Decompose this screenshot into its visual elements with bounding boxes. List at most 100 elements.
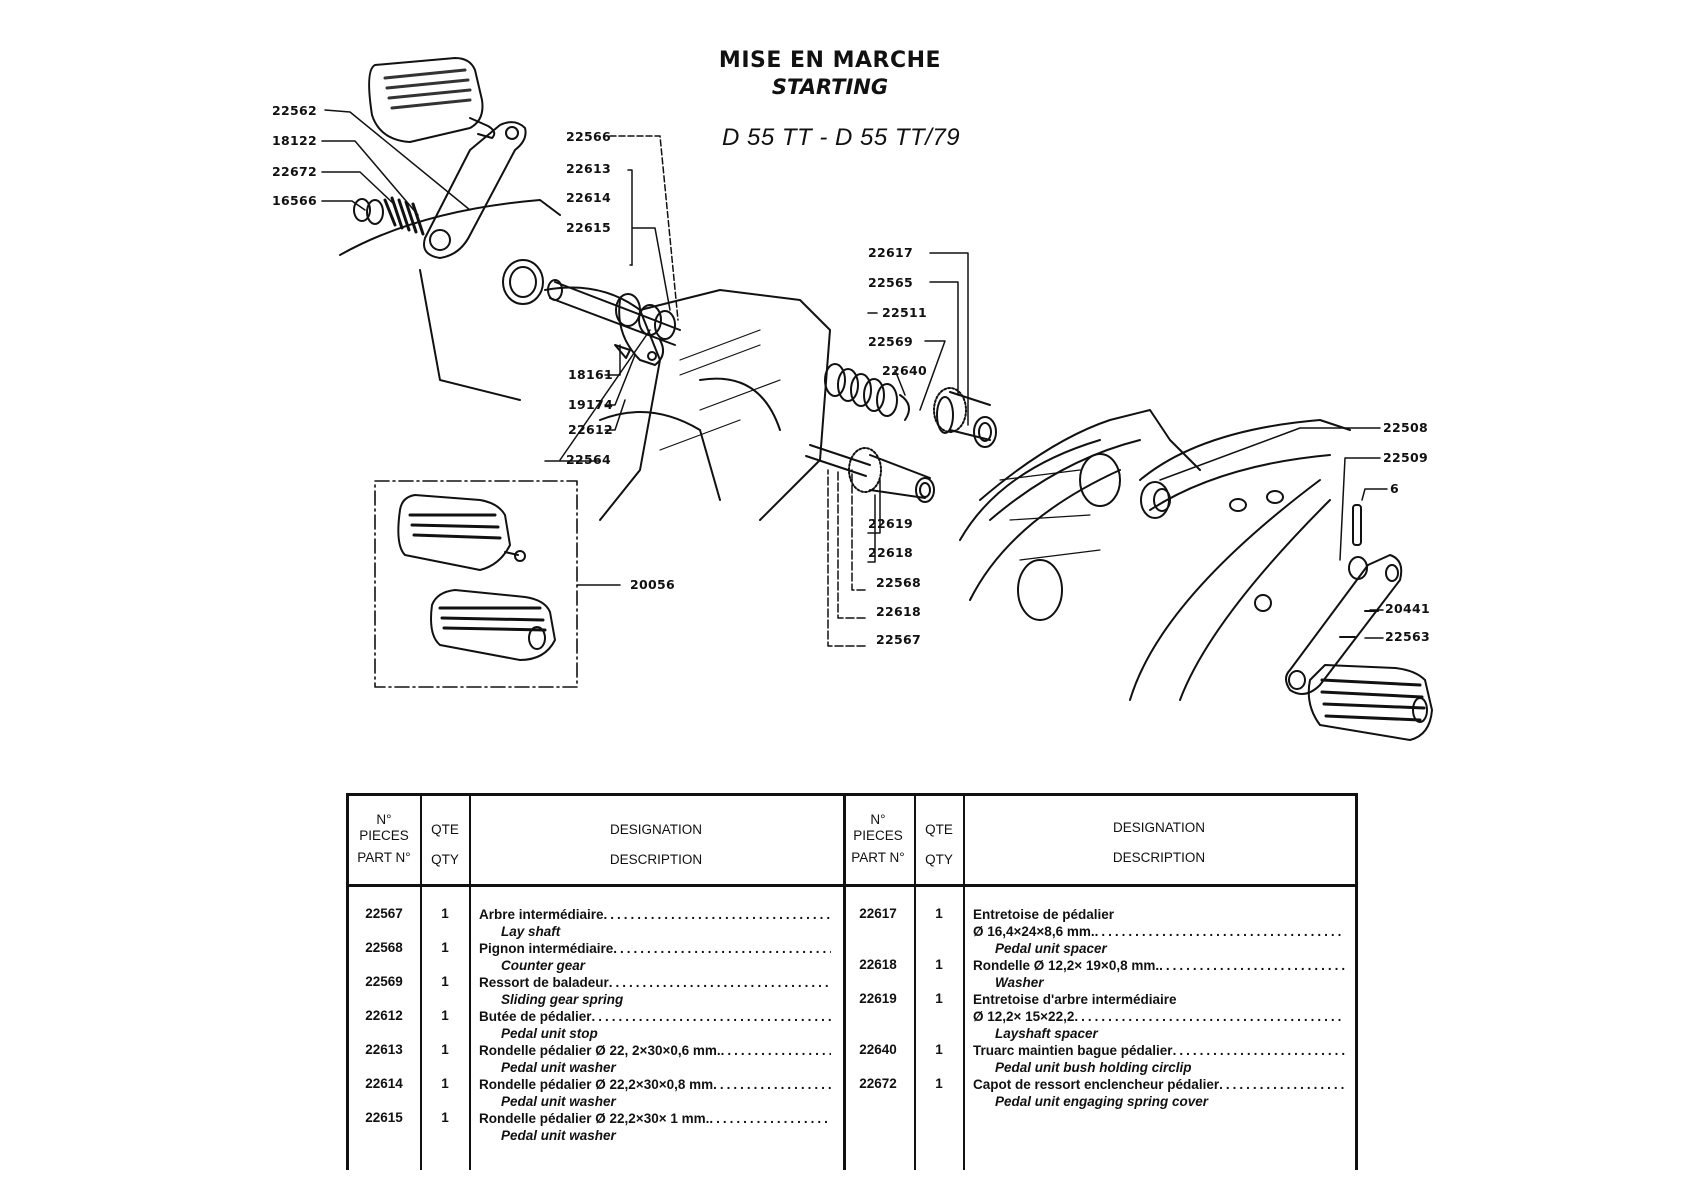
description-english: Pedal unit spacer bbox=[995, 941, 1107, 956]
callout-22617: 22617 bbox=[868, 245, 913, 260]
column-divider bbox=[469, 796, 471, 1170]
part-number: 22613 bbox=[365, 1042, 403, 1057]
description: Truarc maintien bague pédalier..........… bbox=[973, 1042, 1345, 1076]
table-header-right: N° PIECES PART N° QTE QTY DESIGNATION DE… bbox=[843, 796, 1355, 887]
page-title-english: STARTING bbox=[771, 75, 889, 99]
model-designation: D 55 TT - D 55 TT/79 bbox=[722, 124, 961, 151]
column-divider bbox=[963, 796, 965, 1170]
description: Pignon intermédiaire....................… bbox=[479, 940, 831, 974]
column-divider bbox=[914, 796, 916, 1170]
quantity: 1 bbox=[935, 1042, 943, 1057]
callout-20441: 20441 bbox=[1385, 601, 1430, 616]
part-number: 22619 bbox=[859, 991, 897, 1006]
spring-and-washers-left bbox=[353, 196, 425, 236]
quantity: 1 bbox=[441, 1008, 449, 1023]
part-number: 22569 bbox=[365, 974, 403, 989]
quantity: 1 bbox=[441, 906, 449, 921]
designation-french: Arbre intermédiaire.....................… bbox=[479, 907, 831, 922]
crankcase-left bbox=[339, 199, 831, 521]
callout-22640: 22640 bbox=[882, 363, 927, 378]
description-english: Pedal unit washer bbox=[501, 1128, 616, 1143]
parts-table-left-half: N° PIECES PART N° QTE QTY DESIGNATION DE… bbox=[346, 796, 846, 1170]
description-english: Pedal unit washer bbox=[501, 1094, 616, 1109]
description-english: Pedal unit bush holding circlip bbox=[995, 1060, 1192, 1075]
title-block: MISE EN MARCHE STARTING bbox=[640, 48, 1020, 100]
header-qty: QTE QTY bbox=[421, 822, 469, 868]
callout-22511: 22511 bbox=[882, 305, 927, 320]
header-description-en: DESCRIPTION bbox=[609, 852, 703, 867]
quantity: 1 bbox=[935, 991, 943, 1006]
callout-22619: 22619 bbox=[868, 516, 913, 531]
callout-22562: 22562 bbox=[272, 103, 317, 118]
callout-22618-lower: 22618 bbox=[876, 604, 921, 619]
designation-french-dimensions: Ø 12,2× 15×22,2.........................… bbox=[973, 1009, 1345, 1024]
header-part-no-fr: N° bbox=[376, 812, 392, 827]
quantity: 1 bbox=[441, 940, 449, 955]
crankcase-cover-right bbox=[959, 409, 1351, 701]
part-number: 22567 bbox=[365, 906, 403, 921]
part-number: 22617 bbox=[859, 906, 897, 921]
header-designation: DESIGNATION DESCRIPTION bbox=[965, 820, 1353, 866]
designation-french: Butée de pédalier.......................… bbox=[479, 1009, 831, 1024]
pedal-shaft bbox=[547, 279, 681, 366]
designation-french: Ressort de baladeur.....................… bbox=[479, 975, 831, 990]
description: Rondelle pédalier Ø 22,2×30×0,8 mm......… bbox=[479, 1076, 831, 1110]
callout-22672: 22672 bbox=[272, 164, 317, 179]
designation-french: Rondelle Ø 12,2× 19×0,8 mm..............… bbox=[973, 958, 1345, 973]
callout-16566: 16566 bbox=[272, 193, 317, 208]
parts-table: N° PIECES PART N° QTE QTY DESIGNATION DE… bbox=[346, 793, 1358, 1170]
parts-table-right-half: N° PIECES PART N° QTE QTY DESIGNATION DE… bbox=[843, 796, 1358, 1170]
description-english: Layshaft spacer bbox=[995, 1026, 1098, 1041]
leader-lines-middle bbox=[544, 135, 969, 647]
description-english: Sliding gear spring bbox=[501, 992, 624, 1007]
callout-22509: 22509 bbox=[1383, 450, 1428, 465]
header-designation-fr: DESIGNATION bbox=[1112, 820, 1205, 835]
page-title-french: MISE EN MARCHE bbox=[718, 48, 942, 73]
callout-22567: 22567 bbox=[876, 632, 921, 647]
description: Arbre intermédiaire.....................… bbox=[479, 906, 831, 940]
callout-22563: 22563 bbox=[1385, 629, 1430, 644]
designation-french-dimensions: Ø 16,4×24×8,6 mm........................… bbox=[973, 924, 1345, 939]
description-english: Counter gear bbox=[501, 958, 586, 973]
callout-20056: 20056 bbox=[630, 577, 675, 592]
quantity: 1 bbox=[441, 1042, 449, 1057]
description: Capot de ressort enclencheur pédalier...… bbox=[973, 1076, 1345, 1110]
description: Rondelle pédalier Ø 22, 2×30×0,6 mm.....… bbox=[479, 1042, 831, 1076]
designation-french: Rondelle pédalier Ø 22,2×30×0,8 mm......… bbox=[479, 1077, 831, 1092]
description-english: Pedal unit washer bbox=[501, 1060, 616, 1075]
quantity: 1 bbox=[441, 974, 449, 989]
designation-french: Rondelle pédalier Ø 22,2×30× 1 mm.......… bbox=[479, 1111, 831, 1126]
header-part-no-en: PART N° bbox=[357, 850, 411, 865]
description: Rondelle pédalier Ø 22,2×30× 1 mm.......… bbox=[479, 1110, 831, 1144]
callout-6: 6 bbox=[1390, 481, 1399, 496]
designation-french: Capot de ressort enclencheur pédalier...… bbox=[973, 1077, 1345, 1092]
exploded-diagram bbox=[321, 57, 1433, 741]
callout-18122: 18122 bbox=[272, 133, 317, 148]
header-part-no-en: PART N° bbox=[851, 850, 905, 865]
callout-22613: 22613 bbox=[566, 161, 611, 176]
header-qte: QTE bbox=[925, 822, 953, 837]
quantity: 1 bbox=[441, 1110, 449, 1125]
header-part-number: N° PIECES PART N° bbox=[843, 812, 913, 866]
description-english: Pedal unit engaging spring cover bbox=[995, 1094, 1209, 1109]
callout-22618-upper: 22618 bbox=[868, 545, 913, 560]
callout-22615: 22615 bbox=[566, 220, 611, 235]
part-number: 22568 bbox=[365, 940, 403, 955]
gears-and-spring bbox=[805, 363, 997, 503]
part-number: 22615 bbox=[365, 1110, 403, 1125]
callout-22565: 22565 bbox=[868, 275, 913, 290]
callout-18161: 18161 bbox=[568, 367, 613, 382]
header-qte: QTE bbox=[431, 822, 459, 837]
header-qty-en: QTY bbox=[925, 852, 953, 867]
leader-lines-top-left bbox=[321, 109, 471, 216]
description-english: Lay shaft bbox=[501, 924, 561, 939]
description-english: Pedal unit stop bbox=[501, 1026, 598, 1041]
callout-22612: 22612 bbox=[568, 422, 613, 437]
quantity: 1 bbox=[935, 906, 943, 921]
quantity: 1 bbox=[935, 1076, 943, 1091]
description: Rondelle Ø 12,2× 19×0,8 mm..............… bbox=[973, 957, 1345, 991]
callout-22566: 22566 bbox=[566, 129, 611, 144]
header-pieces: PIECES bbox=[853, 828, 903, 843]
header-designation-fr: DESIGNATION bbox=[609, 822, 702, 837]
